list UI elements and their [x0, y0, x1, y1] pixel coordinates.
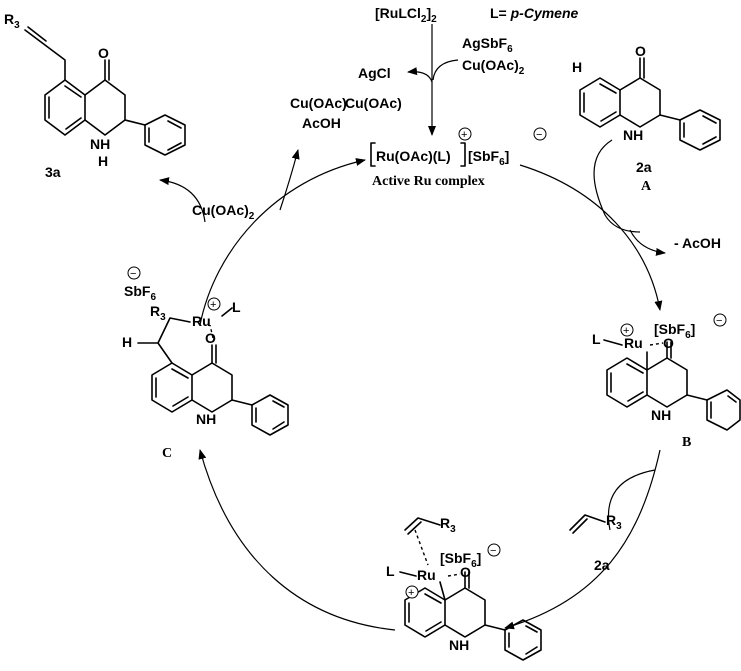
substrate-ortho-h: H: [572, 59, 582, 75]
b-ru-label: Ru: [624, 335, 643, 351]
product-oxygen: O: [98, 45, 109, 61]
substrate-in-arrow: [593, 139, 641, 233]
substrate-a-label: A: [641, 179, 652, 194]
acoh-out-arrow: [629, 229, 666, 256]
alkene-reagent: R3 2a: [569, 512, 622, 573]
bottom-nh: NH: [449, 637, 469, 653]
active-ru-complex: Ru(OAc)(L) [SbF6] + −: [370, 127, 547, 168]
svg-text:−: −: [536, 129, 542, 141]
acoh-byproduct-label: AcOH: [302, 115, 341, 131]
svg-text:Cu(OAc)2: Cu(OAc)2: [462, 57, 525, 77]
bottom-counterion: [SbF6]: [440, 550, 481, 570]
intermediate-b-label: B: [682, 435, 691, 450]
product-3a-structure: [24, 26, 186, 156]
substrate-2a-label: 2a: [636, 159, 652, 175]
product-r3-label: R3: [4, 11, 20, 31]
c-oxygen: O: [205, 330, 216, 346]
cuoac-byproduct-label: Cu(OAc): [290, 95, 347, 111]
cycle-arrow-to-b: [519, 164, 663, 311]
svg-text:−: −: [716, 315, 722, 327]
svg-text:−: −: [490, 545, 496, 557]
c-nh: NH: [196, 411, 216, 427]
svg-text:2a: 2a: [594, 557, 610, 573]
svg-text:+: +: [461, 129, 467, 141]
product-nh-h: H: [98, 153, 108, 169]
b-counterion: [SbF6]: [654, 321, 695, 341]
c-ligand-label: L: [232, 299, 241, 315]
c-h-label: H: [122, 334, 132, 350]
precatalyst-label: [RuLCl2]2 L= p-Cymene: [375, 5, 579, 25]
reagent-in-arrow: [432, 59, 459, 81]
product-release-arrow: [159, 177, 206, 223]
bottom-ru-label: Ru: [417, 567, 436, 583]
bottom-r3-label: R3: [440, 515, 456, 535]
acoh-loss-label: - AcOH: [674, 235, 721, 251]
agcl-out-arrow: [407, 67, 433, 83]
intermediate-c-structure: − +: [127, 266, 289, 436]
c-ru-label: Ru: [192, 313, 211, 329]
active-complex-caption: Active Ru complex: [372, 174, 485, 189]
svg-text:+: +: [623, 325, 629, 337]
cuoac2-top-label: Cu(OAc)2: [462, 57, 525, 77]
c-counterion: SbF6: [124, 283, 156, 303]
bottom-ligand-label: L: [386, 563, 395, 579]
svg-text:AgSbF6: AgSbF6: [462, 35, 513, 55]
b-oxygen: O: [663, 335, 674, 351]
svg-text:−: −: [130, 268, 136, 280]
b-ligand-label: L: [592, 331, 601, 347]
svg-text:[SbF6]: [SbF6]: [468, 148, 509, 168]
b-nh: NH: [651, 407, 671, 423]
intermediate-bottom-structure: + −: [399, 517, 542, 661]
product-nh: NH: [90, 136, 110, 152]
substrate-oxygen: O: [635, 43, 646, 59]
cuoac2-oxidant-label: Cu(OAc)2: [192, 202, 255, 222]
substrate-2a-structure: [579, 57, 721, 151]
agcl-label: AgCl: [358, 65, 391, 81]
cycle-arrow-to-active: [199, 158, 366, 326]
cycle-arrow-to-bottom: [504, 449, 661, 630]
cuoac-label: Cu(OAc): [345, 95, 402, 111]
cycle-arrow-to-c: [198, 449, 396, 631]
svg-text:+: +: [210, 299, 216, 311]
svg-text:R3: R3: [606, 512, 622, 532]
agsbf6-label: AgSbF6: [462, 35, 513, 55]
bottom-oxygen: O: [460, 564, 471, 580]
svg-text:[RuLCl2]2: [RuLCl2]2: [375, 5, 437, 25]
svg-text:Ru(OAc)(L): Ru(OAc)(L): [376, 148, 451, 164]
substrate-nh: NH: [623, 127, 643, 143]
intermediate-c-label: C: [162, 446, 172, 461]
svg-text:L= p-Cymene: L= p-Cymene: [490, 5, 579, 21]
cu-byproduct-out-arrow: [279, 149, 300, 211]
alkene-in-arrow: [608, 469, 656, 531]
intermediate-b-structure: + −: [603, 313, 741, 431]
product-3a-label: 3a: [45, 164, 61, 180]
svg-text:+: +: [408, 587, 414, 599]
c-r3-label: R3: [150, 303, 166, 323]
